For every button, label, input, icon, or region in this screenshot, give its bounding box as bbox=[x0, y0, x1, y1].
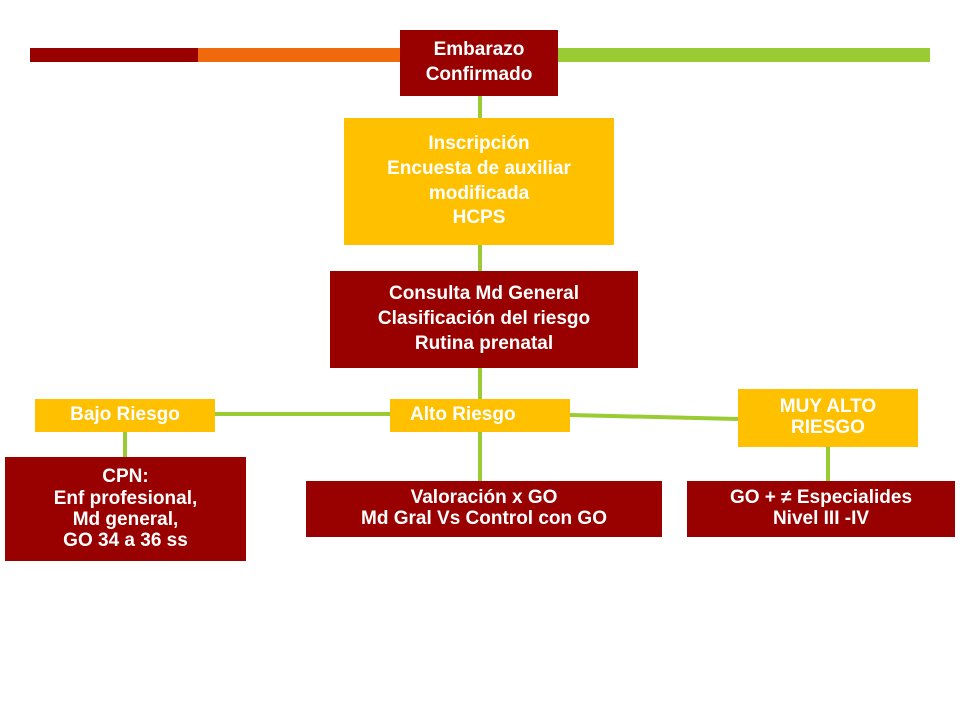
node-go-line2: Nivel III -IV bbox=[772, 508, 870, 529]
node-go-line1: GO + ≠ Especialides bbox=[729, 487, 913, 509]
node-inscripcion-line1: Inscripción bbox=[428, 133, 530, 155]
node-valoracion-line1: Valoración x GO bbox=[410, 487, 558, 509]
node-valoracion-go: Valoración x GO Md Gral Vs Control con G… bbox=[306, 481, 662, 537]
node-muy-alto-riesgo: MUY ALTO RIESGO bbox=[738, 389, 918, 447]
node-consulta-line1: Consulta Md General bbox=[388, 283, 580, 305]
node-alto-riesgo: Alto Riesgo bbox=[390, 399, 570, 432]
node-inscripcion-line3: modificada bbox=[428, 182, 530, 204]
node-inscripcion: Inscripción Encuesta de auxiliar modific… bbox=[344, 118, 614, 245]
node-embarazo-confirmado: Embarazo Confirmado bbox=[400, 30, 558, 96]
node-valoracion-line2: Md Gral Vs Control con GO bbox=[361, 508, 607, 529]
node-cpn-line1: CPN: bbox=[102, 466, 149, 488]
node-cpn-line2: Enf profesional, bbox=[53, 487, 198, 509]
node-cpn-line3: Md general, bbox=[72, 509, 179, 530]
node-consulta-line2: Clasificación del riesgo bbox=[377, 308, 591, 330]
node-inscripcion-line2: Encuesta de auxiliar bbox=[387, 157, 571, 179]
node-bajo-riesgo-label: Bajo Riesgo bbox=[70, 404, 180, 426]
node-go-especialidades: GO + ≠ Especialides Nivel III -IV bbox=[687, 481, 955, 537]
connector-alto-muyalto bbox=[569, 413, 739, 421]
node-inscripcion-line4: HCPS bbox=[452, 207, 506, 229]
node-consulta-md-general: Consulta Md General Clasificación del ri… bbox=[330, 271, 638, 368]
node-embarazo-line1: Embarazo bbox=[433, 39, 525, 61]
node-muy-alto-line2: RIESGO bbox=[791, 417, 865, 438]
node-cpn-line4: GO 34 a 36 ss bbox=[63, 530, 188, 552]
node-embarazo-line2: Confirmado bbox=[425, 64, 533, 85]
header-strip-green bbox=[558, 48, 930, 62]
node-consulta-line3: Rutina prenatal bbox=[414, 332, 554, 354]
header-strip-orange bbox=[198, 48, 400, 62]
node-cpn: CPN: Enf profesional, Md general, GO 34 … bbox=[5, 457, 246, 561]
node-bajo-riesgo: Bajo Riesgo bbox=[35, 399, 215, 432]
header-strip-dark-red bbox=[30, 48, 198, 62]
node-muy-alto-line1: MUY ALTO bbox=[779, 396, 877, 418]
node-alto-riesgo-label: Alto Riesgo bbox=[410, 404, 516, 426]
